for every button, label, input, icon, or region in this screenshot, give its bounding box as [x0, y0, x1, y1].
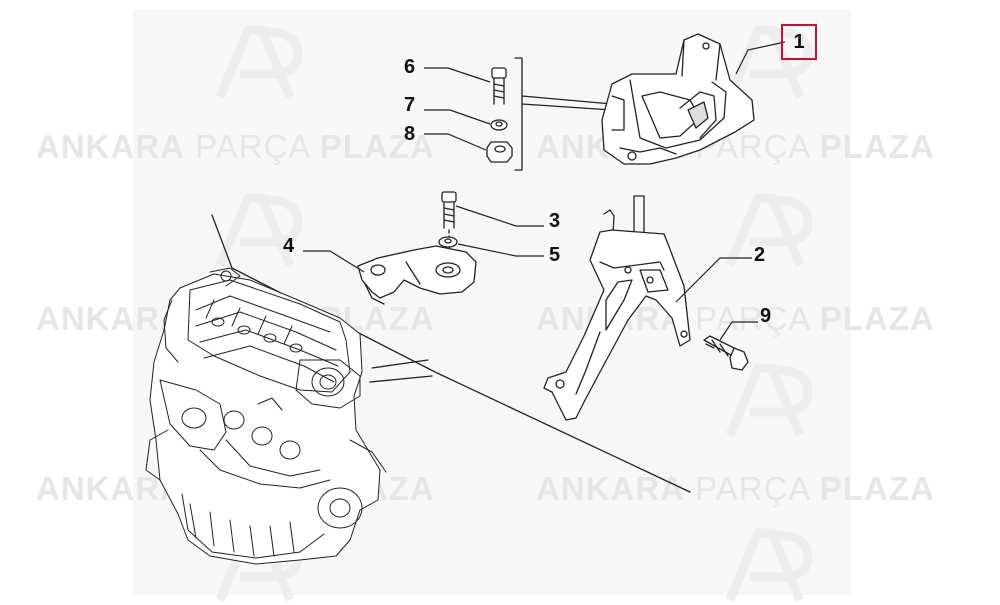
- callout-4[interactable]: 4: [283, 235, 295, 257]
- group-bracket: [514, 57, 523, 171]
- washer-part-7: [490, 119, 508, 131]
- callout-6[interactable]: 6: [404, 56, 416, 78]
- callout-1[interactable]: 1: [781, 24, 817, 60]
- callout-2[interactable]: 2: [754, 244, 766, 266]
- callout-label: 1: [793, 30, 805, 53]
- nut-part-8: [486, 141, 513, 163]
- bracket-part-2: [543, 195, 691, 421]
- ap-logo-icon: [725, 528, 813, 602]
- engine-mount-part-1: [601, 33, 755, 165]
- bolt-part-9: [703, 335, 749, 371]
- callout-8[interactable]: 8: [404, 123, 416, 145]
- bolt-part-3: [441, 191, 457, 229]
- watermark-text: ANKARA PARÇA PLAZA: [536, 470, 935, 507]
- callout-3[interactable]: 3: [549, 210, 561, 232]
- callout-9[interactable]: 9: [760, 305, 772, 327]
- callout-5[interactable]: 5: [549, 244, 561, 266]
- ap-logo-icon: [215, 193, 303, 267]
- ap-logo-icon: [725, 193, 813, 267]
- ap-logo-icon: [725, 25, 813, 99]
- bracket-part-4: [357, 245, 477, 305]
- washer-part-5: [438, 236, 458, 248]
- ap-logo-icon: [215, 25, 303, 99]
- bolt-part-6: [491, 67, 507, 105]
- callout-7[interactable]: 7: [404, 94, 416, 116]
- ap-logo-icon: [725, 363, 813, 437]
- watermark-text: ANKARA PARÇA PLAZA: [36, 128, 435, 165]
- engine-block: [145, 267, 387, 565]
